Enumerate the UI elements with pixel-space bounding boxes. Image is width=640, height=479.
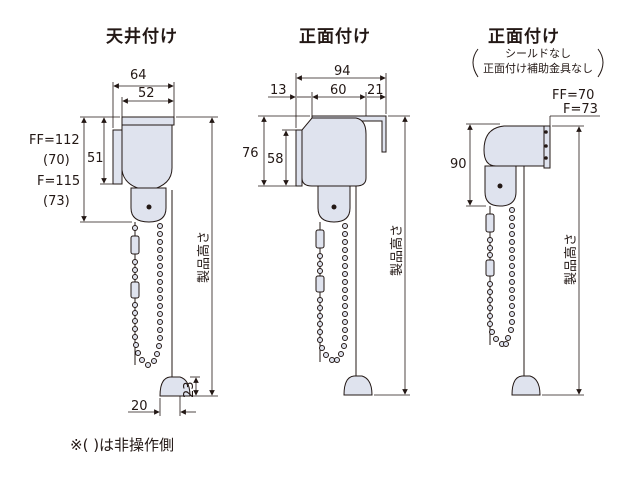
- front-clutch: [317, 185, 351, 223]
- ceiling-dim-23: 23: [182, 381, 197, 398]
- front-mount-diagram: 94 13 60 21 76 58 製品高さ: [242, 64, 410, 396]
- noshield-chain-left: [485, 206, 505, 347]
- note-bracket-left: [472, 48, 479, 78]
- ceiling-dim-f-alt: (73): [43, 194, 70, 209]
- noshield-head-box: [483, 125, 545, 167]
- front-chain-left: [315, 222, 335, 363]
- no-shield-note-line2: 正面付け補助金具なし: [483, 62, 593, 75]
- no-shield-note: シールドなし 正面付け補助金具なし: [470, 46, 606, 76]
- front-product-height: 製品高さ: [389, 224, 405, 276]
- ceiling-side-plate: [112, 129, 123, 185]
- ceiling-dim-51: 51: [87, 151, 104, 166]
- ceiling-dim-ff-alt: (70): [43, 153, 70, 168]
- note-bracket-right: [597, 48, 604, 78]
- heading-ceiling-mount: 天井付け: [106, 27, 178, 47]
- heading-front-mount: 正面付け: [299, 27, 371, 47]
- front-head-box: [301, 117, 367, 187]
- front-back-plate: [295, 129, 303, 187]
- ceiling-dim-ff112: FF=112: [29, 133, 80, 148]
- ceiling-mount-diagram: 64 52 FF=112 (70) F=115 (73) 51 製品高さ 23 …: [29, 68, 218, 416]
- ceiling-dim-20: 20: [131, 399, 148, 414]
- ceiling-dim-64: 64: [130, 68, 147, 83]
- noshield-weight: [511, 375, 541, 396]
- front-dim-58: 58: [267, 152, 284, 167]
- no-shield-note-line1: シールドなし: [505, 47, 571, 60]
- noshield-product-height: 製品高さ: [563, 233, 579, 285]
- front-dim-60: 60: [330, 83, 347, 98]
- front-dim-21: 21: [367, 83, 384, 98]
- front-dim-13: 13: [270, 83, 287, 98]
- front-no-shield-diagram: FF=70 F=73 90 製品高さ: [450, 88, 600, 396]
- noshield-dim-90: 90: [450, 157, 467, 172]
- noshield-chain-right: [503, 207, 515, 347]
- ceiling-chain-left: [130, 222, 151, 368]
- front-weight: [343, 375, 373, 396]
- ceiling-weight: [159, 376, 191, 397]
- front-chain-right: [334, 223, 348, 363]
- front-dim-76: 76: [242, 146, 259, 161]
- ceiling-dim-52: 52: [138, 86, 155, 101]
- heading-front-mount-no-shield: 正面付け: [488, 27, 560, 47]
- ceiling-chain-right: [151, 223, 163, 364]
- ceiling-head-box: [121, 124, 173, 191]
- ceiling-product-height: 製品高さ: [196, 231, 212, 283]
- ceiling-dim-f115: F=115: [37, 174, 80, 189]
- front-dim-94: 94: [334, 64, 351, 79]
- noshield-ff-label: FF=70: [552, 88, 594, 103]
- footnote: ※( )は非操作側: [70, 436, 175, 454]
- noshield-f-label: F=73: [563, 102, 598, 117]
- ceiling-bracket: [121, 116, 175, 126]
